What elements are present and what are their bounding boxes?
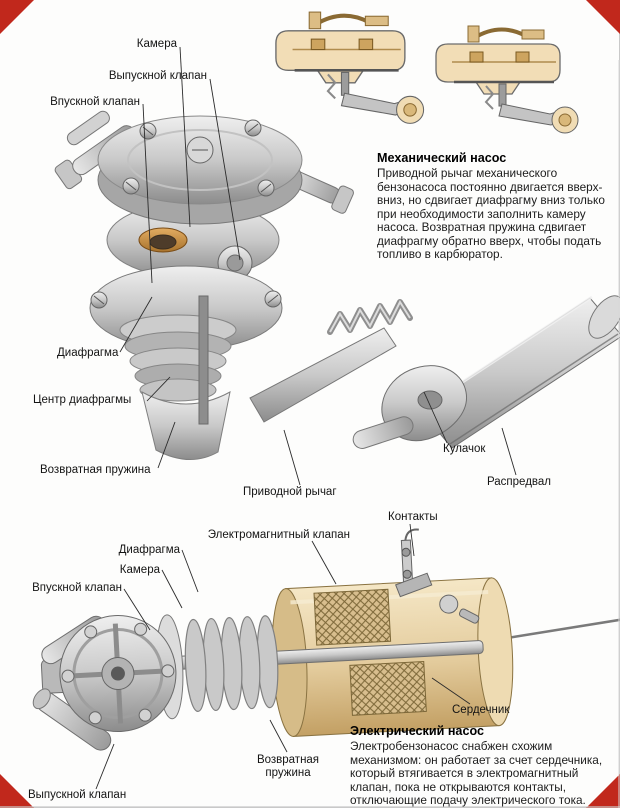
pump-body: [89, 115, 303, 461]
label-elec-outlet-valve: Выпускной клапан: [28, 789, 127, 801]
electric-pump-illustration: [32, 528, 620, 751]
inset-diagram-down-stroke: [276, 12, 424, 123]
label-mech-inlet-valve: Впускной клапан: [50, 96, 140, 108]
valve-knob: [439, 594, 459, 614]
mechanical-heading: Механический насос: [377, 151, 507, 165]
label-mech-camshaft: Распредвал: [487, 476, 551, 488]
mechanical-description: Приводной рычаг механического бензонасос…: [377, 166, 605, 261]
leader-lines: [95, 46, 517, 790]
corner-top-left: [0, 0, 34, 34]
label-elec-inlet-valve: Впускной клапан: [32, 582, 122, 594]
drive-lever: [249, 327, 397, 423]
electric-heading: Электрический насос: [350, 724, 484, 738]
label-mech-drive-lever: Приводной рычаг: [243, 486, 337, 498]
label-elec-diaphragm: Диафрагма: [118, 544, 180, 556]
mechanical-pump-illustration: [54, 110, 620, 461]
label-mech-chamber: Камера: [136, 38, 177, 50]
mechanical-text-block: Механический насос Приводной рычаг механ…: [377, 151, 609, 262]
inset-diagram-up-stroke: [434, 24, 580, 135]
label-elec-solenoid-valve: Электромагнитный клапан: [207, 529, 350, 541]
label-elec-return-spring: Возвратная пружина: [256, 754, 320, 779]
label-mech-cam: Кулачок: [443, 443, 486, 455]
corner-top-right: [586, 0, 620, 34]
corner-bottom-right: [586, 774, 620, 808]
label-mech-diaphragm-center: Центр диафрагмы: [33, 394, 132, 406]
solenoid-windings: [313, 588, 427, 716]
label-mech-diaphragm: Диафрагма: [57, 347, 119, 359]
electric-text-block: Электрический насос Электробензонасос сн…: [350, 724, 616, 808]
terminal-bolt: [458, 608, 480, 624]
lid-screws: [122, 119, 275, 197]
label-elec-chamber: Камера: [119, 564, 160, 576]
diaphragm-stack: [119, 314, 237, 402]
return-spring-coil: [327, 299, 413, 335]
lever-pivot-pipe: [352, 416, 414, 449]
contacts-bracket: [395, 528, 433, 598]
label-mech-return-spring: Возвратная пружина: [40, 464, 151, 476]
flange-wheel: [59, 615, 177, 733]
label-elec-contacts: Контакты: [388, 511, 438, 523]
return-spring-coils: [184, 615, 279, 712]
electric-description: Электробензонасос снабжен схожим механиз…: [350, 739, 603, 807]
label-mech-outlet-valve: Выпускной клапан: [108, 70, 207, 82]
corner-bottom-left: [0, 774, 34, 808]
label-elec-core: Сердечник: [452, 704, 510, 716]
